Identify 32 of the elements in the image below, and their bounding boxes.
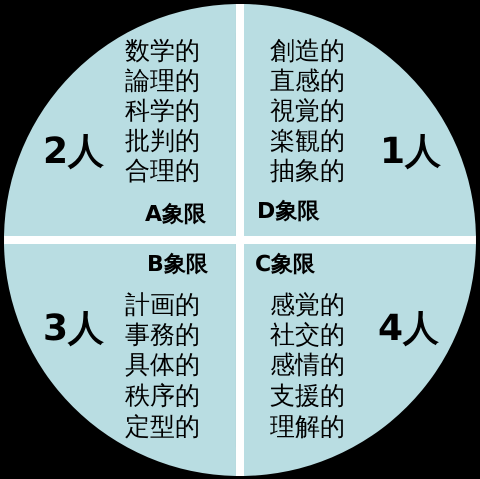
quadrant-sector (4, 4, 236, 236)
quadrant-label: C象限 (255, 252, 316, 278)
list-item: 定型的 (124, 413, 200, 442)
list-item: 批判的 (124, 126, 200, 156)
list-item: 視覚的 (270, 96, 345, 126)
quadrant-sector (244, 4, 476, 236)
list-item: 計画的 (124, 291, 200, 320)
list-item: 合理的 (124, 156, 200, 186)
quadrant-sector (244, 244, 476, 476)
list-item: 感覚的 (270, 291, 345, 320)
list-item: 社交的 (270, 321, 345, 350)
list-item: 秩序的 (124, 382, 200, 411)
quadrant-sector (4, 244, 236, 476)
list-item: 科学的 (124, 96, 200, 126)
quadrant-label: D象限 (257, 198, 320, 224)
quadrant-label: B象限 (146, 252, 208, 278)
list-item: 抽象的 (270, 156, 345, 186)
list-item: 感情的 (270, 351, 345, 380)
list-item: 数学的 (124, 36, 200, 66)
count-label: 3人 (42, 308, 104, 350)
list-item: 理解的 (270, 413, 345, 442)
list-item: 支援的 (270, 382, 345, 411)
list-item: 楽観的 (270, 126, 345, 156)
quadrant-label: A象限 (144, 202, 206, 228)
count-label: 2人 (42, 130, 104, 172)
count-label: 1人 (380, 130, 442, 172)
list-item: 具体的 (124, 351, 200, 380)
list-item: 事務的 (124, 321, 200, 350)
count-label: 4人 (378, 308, 440, 350)
list-item: 直感的 (270, 66, 345, 96)
list-item: 論理的 (124, 66, 200, 96)
list-item: 創造的 (270, 36, 345, 66)
